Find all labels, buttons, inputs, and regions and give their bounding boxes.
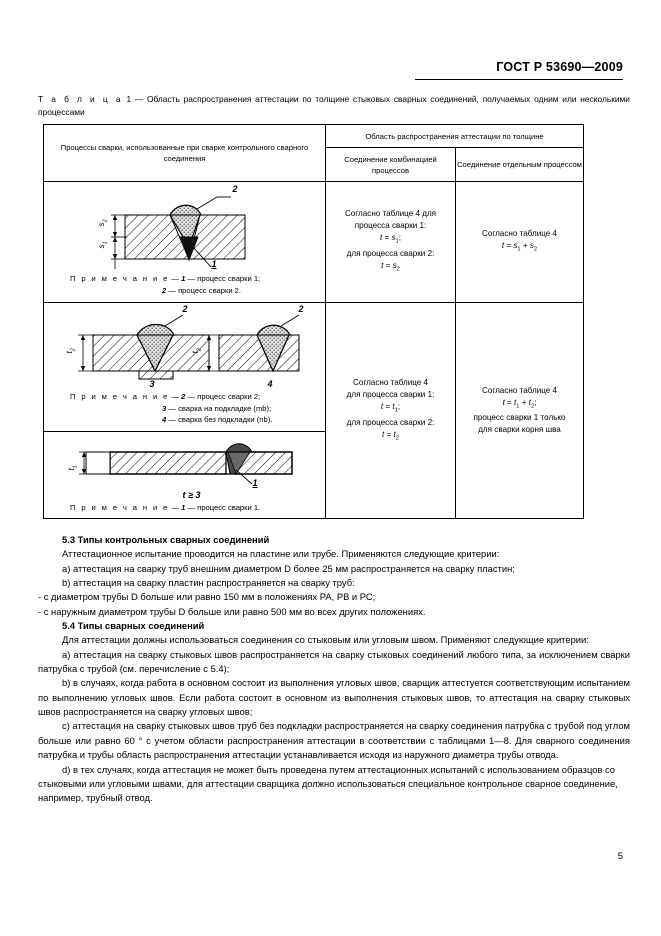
combination-line-2: для процесса сварки 1:	[346, 389, 435, 399]
figure-cell-row2: 2 2 3 4 t2 t2 П р и м е ч а н и е — 2 — …	[43, 302, 326, 432]
heading-5-3: 5.3 Типы контрольных сварных соединений	[62, 534, 270, 545]
note-text-2: — процесс сварки 2.	[168, 285, 242, 295]
page-number: 5	[617, 850, 623, 861]
para-5-3-intro: Аттестационное испытание проводится на п…	[62, 548, 500, 560]
combination-line-1: Согласно таблице 4	[352, 377, 429, 387]
separate-cell-row1: Согласно таблице 4 t = s1 + s2	[455, 181, 584, 303]
para-5-4-intro: Для аттестации должны использоваться сое…	[62, 634, 589, 646]
separate-line-2: t = t1 + t2;	[502, 397, 537, 410]
dimension-label-t2-left: t2	[64, 348, 76, 354]
note-key-1: 2	[181, 392, 186, 401]
figure-note-row3: П р и м е ч а н и е — 1 — процесс сварки…	[44, 498, 325, 519]
combination-line-2: процесса сварки 1:	[354, 221, 427, 231]
body-text: 5.3 Типы контрольных сварных соединений …	[38, 533, 630, 806]
figure-cell-row3: 1 t1 t ≥ 3 П р и м е ч а н и е — 1 — про…	[43, 430, 326, 519]
para-5-3-b2: - с наружным диаметром трубы D больше ил…	[38, 605, 426, 617]
header-rule	[415, 79, 623, 80]
combination-cell-row2: Согласно таблице 4 для процесса сварки 1…	[325, 302, 456, 519]
separate-line-3: процесс сварки 1 только	[473, 413, 566, 423]
figure-label-process2: 2	[232, 184, 238, 194]
dimension-label-s1: s1	[96, 241, 108, 249]
para-5-4-a: а) аттестация на сварку стыковых швов ра…	[38, 648, 630, 675]
note-label: П р и м е ч а н и е	[70, 502, 170, 512]
figure-label-4: 4	[267, 379, 273, 389]
combination-line-3: t = t1;	[380, 401, 401, 414]
para-5-4-b: b) в случаях, когда работа в основном со…	[38, 677, 630, 718]
separate-line-2: t = s1 + s2	[501, 241, 538, 253]
combination-line-3: t = s1;	[380, 233, 401, 245]
table-header-row-2: Соединение комбинацией процессов Соедине…	[44, 147, 584, 182]
note-text-3: — сварка без подкладки (nb).	[168, 415, 273, 424]
note-key-2: 3	[162, 403, 167, 413]
separate-cell-row2: Согласно таблице 4 t = t1 + t2; процесс …	[455, 302, 584, 519]
figure-label-3: 3	[149, 379, 155, 389]
note-text-1: — процесс сварки 1.	[187, 502, 261, 512]
note-text-1: — процесс сварки 1;	[187, 274, 261, 283]
table-header-row-1: Процессы сварки, использованные при свар…	[43, 124, 584, 182]
heading-5-4: 5.4 Типы сварных соединений	[62, 620, 205, 632]
table-caption-text: Область распространения аттестации по то…	[38, 94, 630, 117]
note-text-2: — сварка на подкладке (mb);	[168, 403, 272, 413]
para-5-3-b: b) аттестация на сварку пластин распрост…	[62, 577, 355, 589]
table-caption-number: 1	[126, 94, 132, 104]
figure-label-process2-left: 2	[182, 304, 188, 314]
combination-cell-row1: Согласно таблице 4 для процесса сварки 1…	[325, 181, 456, 303]
weld-diagram-2-svg	[77, 314, 299, 380]
separate-line-4: для сварки корня шва	[478, 425, 561, 435]
figure-label-process1: 1	[252, 477, 258, 488]
combination-line-5: t = t2	[382, 429, 399, 442]
table-caption-label: Т а б л и ц а	[38, 94, 123, 104]
figure-label-process2-right: 2	[298, 304, 304, 314]
dimension-label-s2: s2	[96, 219, 108, 227]
combination-line-4: для процесса сварки 2:	[346, 249, 435, 258]
note-key-2: 2	[162, 285, 167, 295]
combination-line-5: t = s2	[381, 261, 400, 273]
weld-diagram-2: 2 2 3 4 t2 t2	[61, 304, 309, 391]
para-5-4-c: c) аттестация на сварку стыковых швов тр…	[38, 720, 630, 761]
dimension-label-t1: t1	[66, 464, 78, 470]
separate-line-1: Согласно таблице 4	[481, 229, 558, 239]
note-key-3: 4	[162, 415, 167, 424]
figure-label-process1: 1	[211, 259, 217, 269]
header-range-group: Область распространения аттестации по то…	[325, 124, 584, 148]
para-5-3-a: а) аттестация на сварку труб внешним диа…	[62, 562, 515, 574]
note-key-1: 1	[181, 502, 186, 512]
note-key-1: 1	[181, 274, 186, 283]
table-caption: Т а б л и ц а 1 — Область распространени…	[38, 93, 630, 119]
note-dash: —	[171, 502, 180, 512]
figure-note-row2: П р и м е ч а н и е — 2 — процесс сварки…	[44, 391, 325, 431]
thickness-range-table: Процессы сварки, использованные при свар…	[43, 124, 584, 519]
note-label: П р и м е ч а н и е	[70, 392, 170, 401]
table-caption-dash: —	[134, 94, 144, 104]
figure-note-row1: П р и м е ч а н и е — 1 — процесс сварки…	[44, 273, 325, 301]
document-standard-header: ГОСТ Р 53690—2009	[496, 60, 623, 74]
header-processes: Процессы сварки, использованные при свар…	[43, 124, 326, 182]
figure-label-condition: t ≥ 3	[182, 489, 201, 500]
table-row: 2 2 3 4 t2 t2 П р и м е ч а н и е — 2 — …	[43, 302, 584, 519]
para-5-3-b1: - с диаметром трубы D больше или равно 1…	[38, 591, 376, 603]
weld-diagram-3: 1 t1 t ≥ 3	[60, 440, 310, 500]
table-row: 2 1 s2 s1 П р и м е ч а н и е — 1 — проц…	[43, 181, 584, 303]
note-text-1: — процесс сварки 2;	[187, 392, 261, 401]
table-row: 1 t1 t ≥ 3 П р и м е ч а н и е — 1 — про…	[43, 430, 584, 519]
note-dash: —	[171, 274, 180, 283]
separate-line-1: Согласно таблице 4	[481, 385, 558, 395]
note-label: П р и м е ч а н и е	[70, 274, 170, 283]
combination-line-1: Согласно таблице 4 для	[344, 209, 437, 219]
header-combination: Соединение комбинацией процессов	[325, 147, 456, 182]
note-dash: —	[171, 392, 180, 401]
dimension-label-t2-right: t2	[190, 348, 202, 354]
weld-diagram-1-svg	[110, 196, 245, 269]
weld-diagram-1: 2 1 s2 s1	[85, 184, 285, 273]
header-separate: Соединение отдельным процессом	[455, 147, 584, 182]
figure-cell-row1: 2 1 s2 s1 П р и м е ч а н и е — 1 — проц…	[43, 181, 326, 303]
combination-line-4: для процесса сварки 2:	[346, 417, 435, 427]
para-5-4-d: d) в тех случаях, когда аттестация не мо…	[38, 763, 618, 804]
weld-diagram-3-svg	[78, 442, 293, 484]
